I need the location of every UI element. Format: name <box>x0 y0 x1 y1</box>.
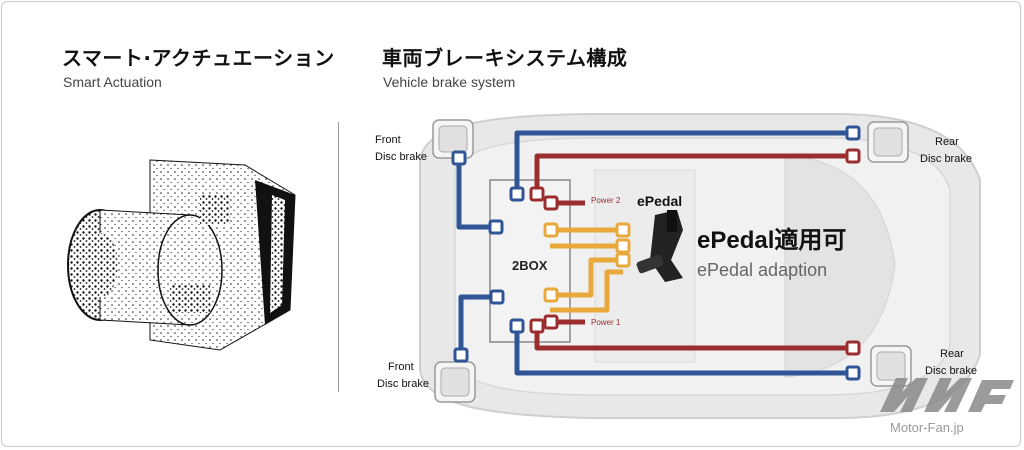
watermark-text: Motor-Fan.jp <box>890 420 964 435</box>
2box-label: 2BOX <box>512 258 548 273</box>
epedal-icon <box>636 210 683 282</box>
right-subtitle: Vehicle brake system <box>383 74 516 90</box>
epedal-caption: ePedal適用可 <box>697 226 846 254</box>
power-2-label: Power 2 <box>591 196 621 205</box>
actuator-illustration <box>67 159 296 351</box>
left-subtitle: Smart Actuation <box>63 74 162 90</box>
epedal-label: ePedal <box>637 193 682 209</box>
rear-brake-bottom-label-2: Disc brake <box>925 365 977 377</box>
epedal-caption-en: ePedal adaption <box>697 260 827 280</box>
rear-brake-top <box>867 121 909 163</box>
front-brake-bottom-label-2: Disc brake <box>377 378 429 390</box>
left-title: スマート·アクチュエーション <box>62 46 335 70</box>
front-brake-top-label-1: Front <box>375 134 401 146</box>
rear-brake-top-label-1: Rear <box>935 136 959 148</box>
front-brake-bottom <box>434 361 476 403</box>
port-nodes <box>451 125 861 381</box>
brake-system-diagram: 2BOX <box>375 113 981 419</box>
rear-brake-top-label-2: Disc brake <box>920 153 972 165</box>
right-title: 車両ブレーキシステム構成 <box>382 46 628 70</box>
motorfan-logo <box>880 378 1014 412</box>
blue-brake-lines <box>456 130 852 376</box>
rear-brake-bottom <box>870 345 912 387</box>
panel-divider <box>338 122 339 392</box>
power-1-label: Power 1 <box>591 318 621 327</box>
front-brake-bottom-label-1: Front <box>388 361 414 373</box>
front-brake-top-label-2: Disc brake <box>375 151 427 163</box>
rear-brake-bottom-label-1: Rear <box>940 348 964 360</box>
front-brake-top <box>432 119 474 159</box>
